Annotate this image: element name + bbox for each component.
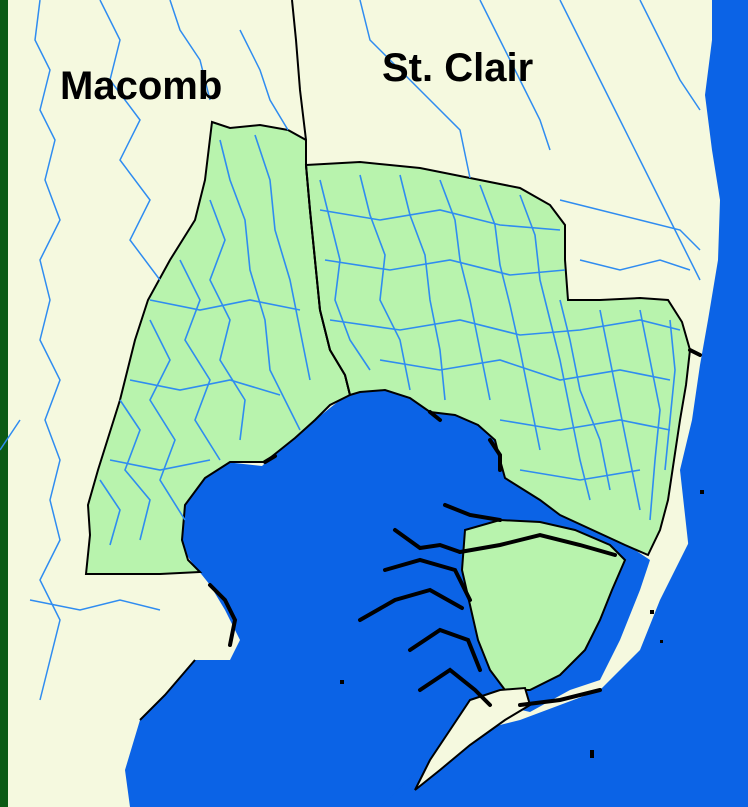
county-boundary-southern	[139, 659, 196, 721]
river-water-east	[680, 0, 748, 807]
delta-island	[460, 518, 627, 691]
marsh-channels	[208, 348, 702, 707]
lake-water-south	[380, 540, 690, 807]
outer-streams	[0, 0, 701, 701]
watershed-east	[304, 160, 692, 557]
county-label-macomb: Macomb	[60, 64, 223, 108]
lake-specks	[340, 490, 704, 758]
county-label-st-clair: St. Clair	[382, 46, 534, 90]
county-boundary-macomb-stclair	[291, 0, 351, 396]
point-tip-land	[414, 686, 532, 791]
watershed-streams	[99, 134, 681, 546]
